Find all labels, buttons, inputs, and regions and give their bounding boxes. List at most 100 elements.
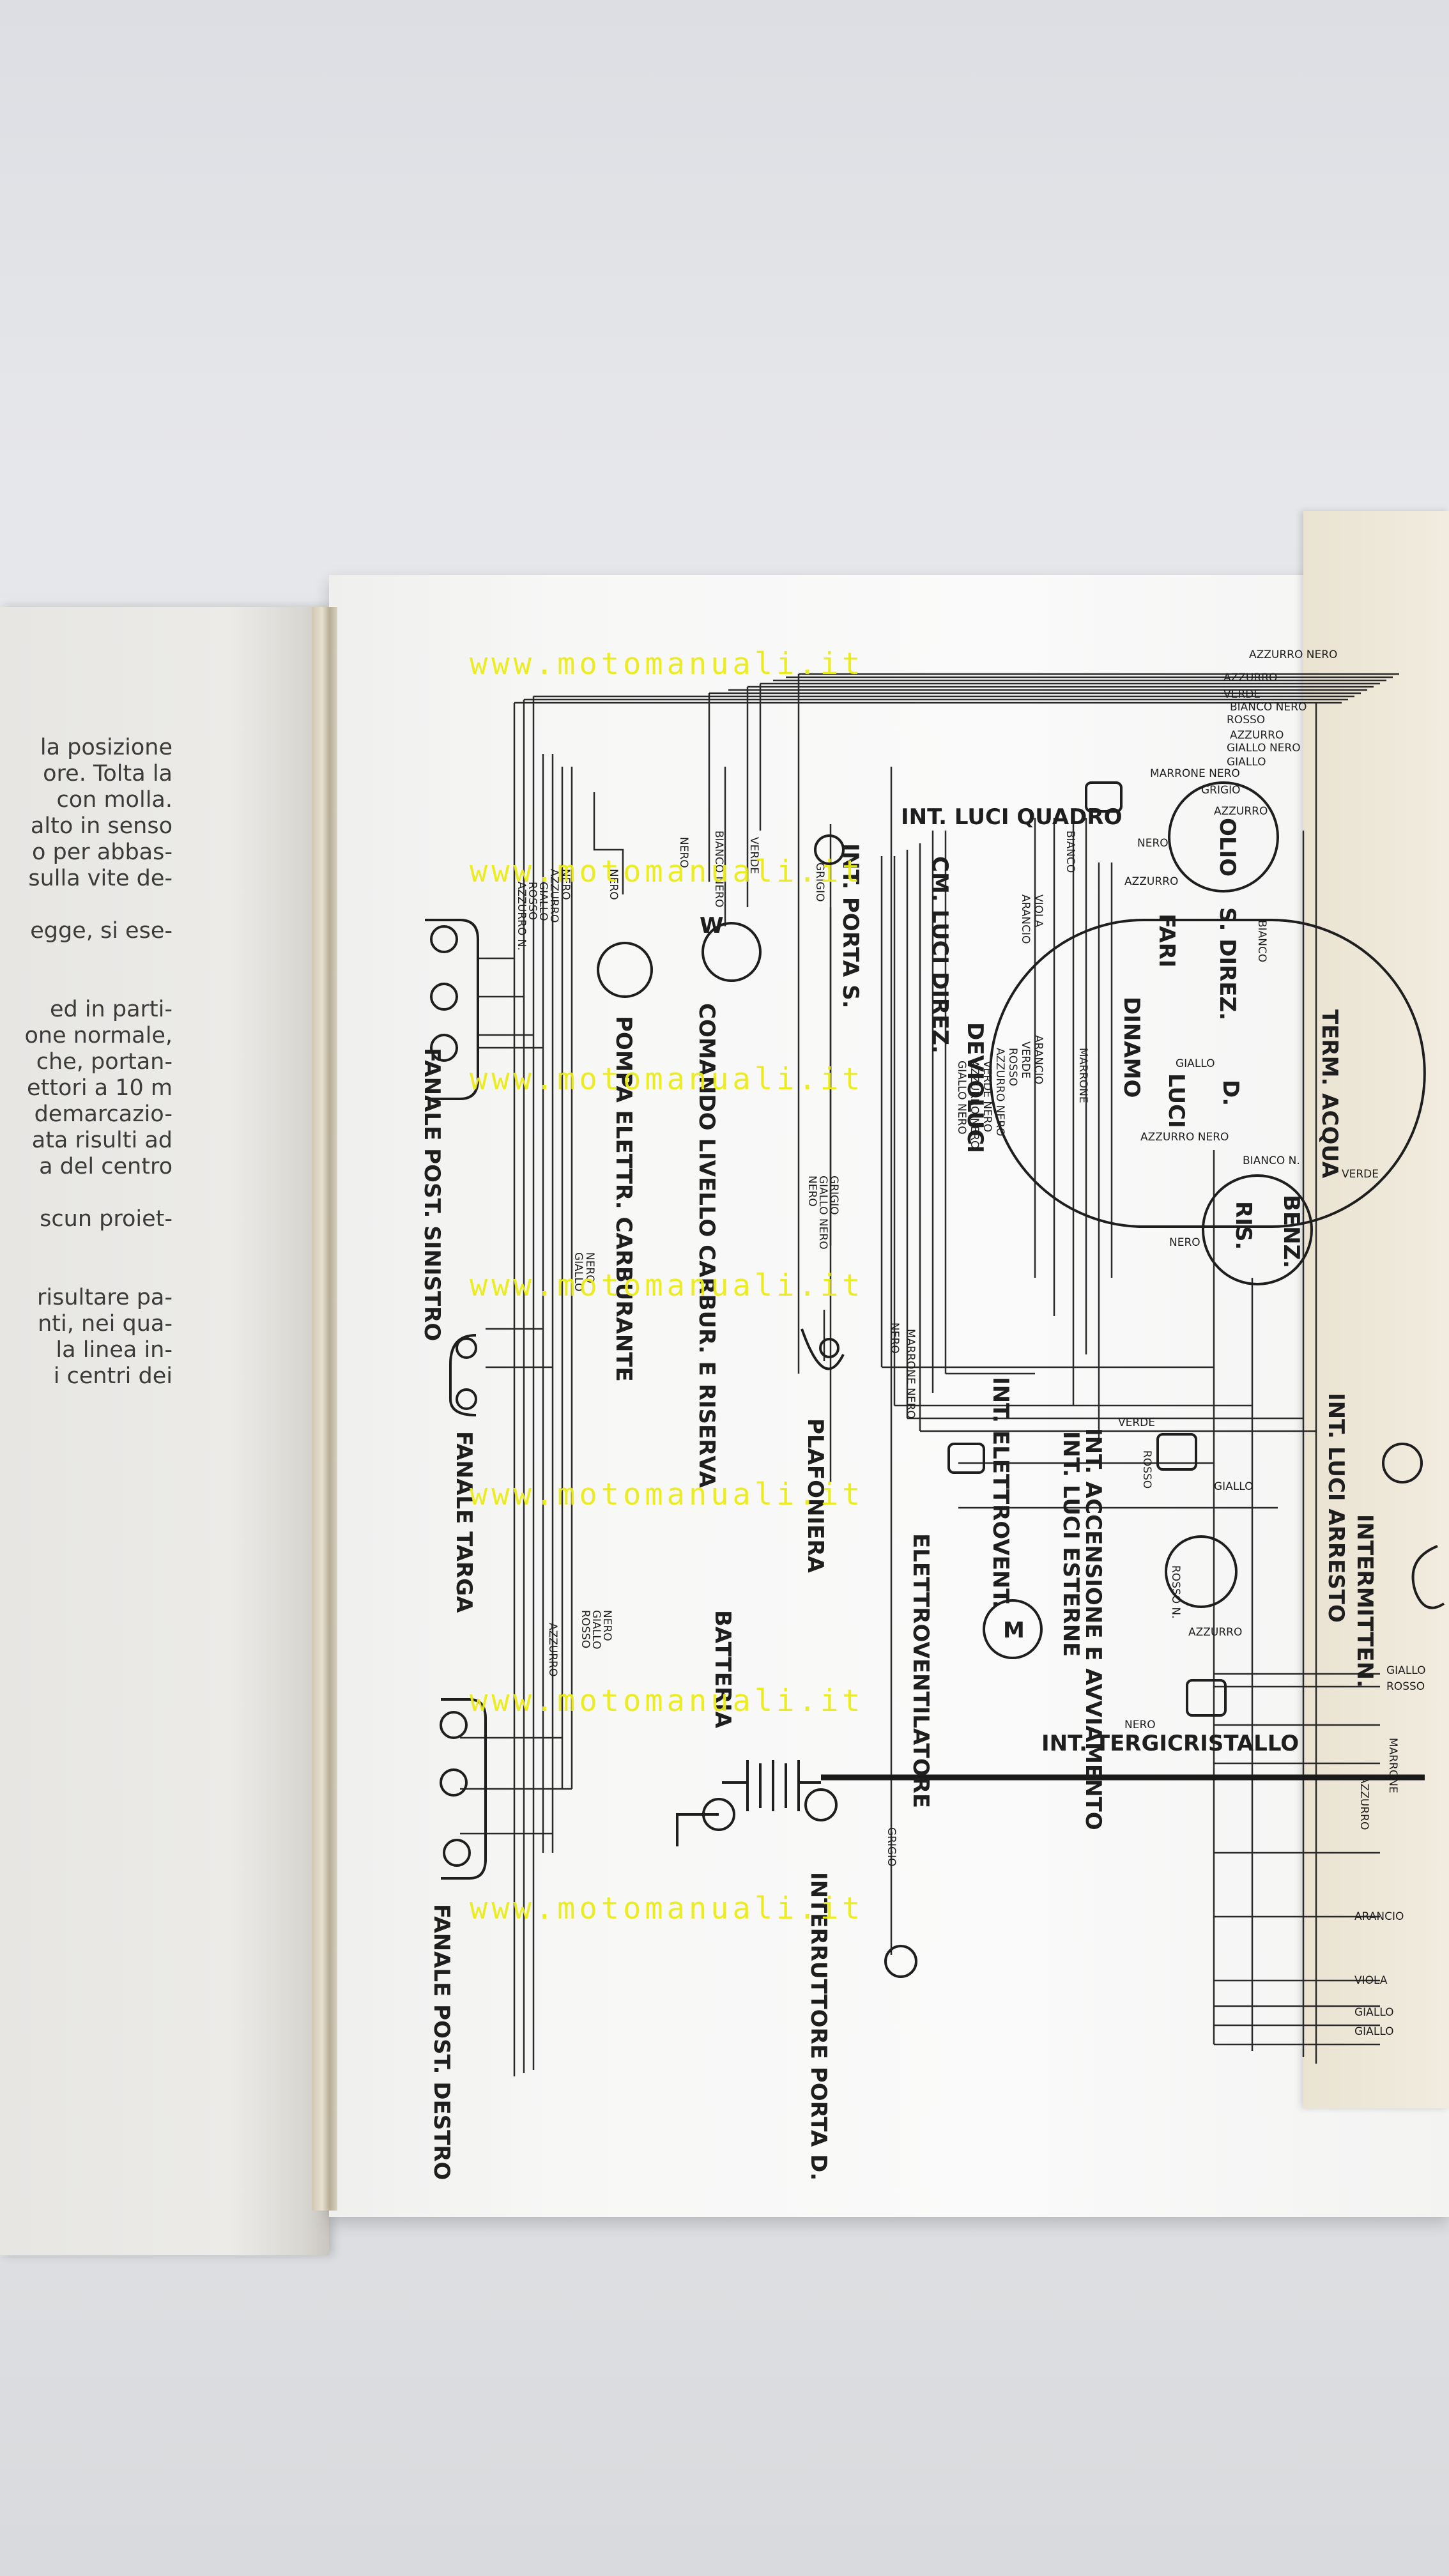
label-fari: FARI <box>1154 914 1179 967</box>
label-intermitten: INTERMITTEN. <box>1352 1514 1377 1688</box>
wire-label-com-0: NERO <box>677 837 690 868</box>
wire-label-inst-4: BIANCO <box>1064 831 1077 873</box>
wire-label-top-6: GIALLO NERO <box>1227 742 1301 755</box>
wire-label-acc-3: ROSSO N. <box>1169 1565 1182 1619</box>
wire-label-inst-9: AZZURRO NERO <box>1140 1131 1229 1144</box>
wire-label-inst-8: MARRONE <box>1077 1048 1089 1103</box>
wire-label-dev-3: VERDE <box>1019 1041 1032 1078</box>
watermark-5: www.motomanuali.it <box>470 1477 864 1512</box>
wire-label-inst-11: VERDE <box>1342 1168 1379 1181</box>
label-fanale-post-sinistro: FANALE POST. SINISTRO <box>419 1048 445 1341</box>
wire-label-com-2: VERDE <box>747 837 760 874</box>
wire-label-plaf-1: GIALLO NERO <box>816 1176 829 1250</box>
left-page-line: egge, si ese- <box>30 918 172 944</box>
left-page-line: la posizione <box>40 735 172 760</box>
component-labels: FANALE POST. SINISTRO POMPA ELETTR. CARB… <box>419 804 1377 2181</box>
label-devioluci: DEVIOLUCI <box>962 1022 988 1153</box>
wire-label-top-4: ROSSO <box>1227 714 1265 726</box>
wire-label-intd-0: GRIGIO <box>885 1827 898 1867</box>
fanale-sinistro-lamp-1 <box>430 925 458 953</box>
left-page-line: ettori a 10 m <box>27 1075 172 1101</box>
pompa-carburante-symbol <box>597 942 653 998</box>
folded-page-edge <box>1303 511 1449 2108</box>
wire-label-com-1: BIANCO NERO <box>712 831 725 907</box>
left-page-line: scun proiet- <box>40 1206 172 1232</box>
label-term-acqua: TERM. ACQUA <box>1317 1009 1342 1179</box>
wire-label-dev-0: VIOLA <box>1032 894 1045 928</box>
left-page-line: ata risulti ad <box>31 1128 172 1153</box>
comando-livello-symbol <box>702 922 762 982</box>
label-plafoniera: PLAFONIERA <box>802 1418 828 1574</box>
fanale-sinistro-lamp-2 <box>430 983 458 1011</box>
label-luci: LUCI <box>1163 1073 1189 1128</box>
wire-label-re-1: ROSSO <box>1386 1680 1425 1693</box>
wire-label-sx-0: NERO <box>559 869 572 900</box>
book-binding <box>312 607 337 2211</box>
plafoniera-symbol <box>801 1328 845 1370</box>
wire-label-dev-4: ROSSO <box>1006 1048 1019 1086</box>
wire-label-inst-10: BIANCO N. <box>1243 1154 1300 1167</box>
wire-label-dev-5: AZZURRO NERO <box>993 1048 1006 1136</box>
wire-label-dev-8: GIALLO NERO <box>955 1061 968 1135</box>
label-w-symbol: W <box>700 913 724 939</box>
wire-label-inst-3: NERO <box>1137 837 1169 850</box>
wire-label-dx-2: ROSSO <box>579 1610 592 1648</box>
label-int-accensione: INT. ACCENSIONE E AVVIAMENTO <box>1080 1428 1106 1830</box>
label-olio: OLIO <box>1215 818 1240 877</box>
watermark-4: www.motomanuali.it <box>470 1268 864 1303</box>
label-benz: BENZ. <box>1278 1195 1304 1268</box>
wire-label-acc-0: VERDE <box>1118 1416 1155 1429</box>
label-int-elettrovent: INT. ELETTROVENT. <box>988 1377 1013 1608</box>
olio-gauge <box>1168 781 1279 893</box>
label-batteria: BATTERIA <box>710 1610 735 1729</box>
wire-label-dev-2: ARANCIO <box>1032 1035 1045 1084</box>
wire-label-top-7: GIALLO <box>1227 756 1266 769</box>
label-int-porta-s: INT. PORTA S. <box>838 843 863 1008</box>
wire-label-re-5: VIOLA <box>1354 1974 1388 1987</box>
intermitten-symbol <box>1411 1545 1445 1609</box>
wire-label-acc-2: GIALLO <box>1214 1480 1254 1493</box>
wire-label-acc-5: NERO <box>1124 1719 1156 1731</box>
label-pompa-carburante: POMPA ELETTR. CARBURANTE <box>611 1016 636 1382</box>
left-page-line: a del centro <box>39 1154 172 1179</box>
left-page-line: sulla vite de- <box>28 866 172 891</box>
left-page-line: ore. Tolta la <box>43 761 172 786</box>
label-cm-luci-direz: CM. LUCI DIREZ. <box>927 856 953 1054</box>
wire-label-inst-12: NERO <box>1169 1236 1200 1249</box>
wire-label-plaf-2: NERO <box>806 1176 818 1207</box>
label-comando-livello: COMANDO LIVELLO CARBUR. E RISERVA <box>694 1003 719 1488</box>
wire-label-inst-0: MARRONE NERO <box>1150 767 1240 780</box>
left-page-line: ed in parti- <box>49 997 172 1022</box>
wire-label-dx-1: GIALLO <box>590 1610 602 1650</box>
wire-label-dx-0: NERO <box>601 1610 613 1641</box>
watermark-6: www.motomanuali.it <box>470 1683 864 1719</box>
int-porta-s-symbol <box>814 834 845 865</box>
wire-color-labels: AZZURRO NERO AZZURRO VERDE BIANCO NERO R… <box>515 648 1426 2038</box>
wire-label-pompa-0: NERO <box>607 869 620 900</box>
wire-label-targa-1: GIALLO <box>572 1252 585 1292</box>
wire-label-re-0: GIALLO <box>1386 1664 1426 1677</box>
wire-label-inst-2: AZZURRO <box>1214 805 1268 818</box>
wire-label-dev-6: VERDE NERO <box>981 1061 993 1132</box>
label-int-tergicristallo: INT. TERGICRISTALLO <box>1041 1731 1299 1756</box>
wire-label-acc-4: AZZURRO <box>1188 1626 1242 1639</box>
wire-label-top-0: AZZURRO NERO <box>1249 648 1337 661</box>
label-int-luci-arresto: INT. LUCI ARRESTO <box>1323 1393 1349 1623</box>
fanale-sinistro-housing <box>425 919 479 1100</box>
left-page-line: one normale, <box>24 1023 172 1048</box>
left-page <box>0 607 329 2255</box>
wire-label-re-4: ARANCIO <box>1354 1910 1404 1923</box>
wire-label-re-3: AZZURRO <box>1358 1776 1370 1830</box>
fanale-targa-housing <box>449 1334 477 1416</box>
label-fanale-post-destro: FANALE POST. DESTRO <box>429 1904 454 2180</box>
label-interruttore-porta-d: INTERRUTTORE PORTA D. <box>806 1872 831 2181</box>
wire-label-plaf-0: GRIGIO <box>827 1176 840 1215</box>
label-ris: RIS. <box>1230 1201 1256 1250</box>
label-fanale-targa: FANALE TARGA <box>451 1431 477 1613</box>
left-page-line: con molla. <box>56 787 173 813</box>
wire-label-porta-0: GRIGIO <box>813 862 826 902</box>
left-page-line: la linea in- <box>56 1337 172 1363</box>
wire-label-dx-3: AZZURRO <box>546 1623 559 1676</box>
